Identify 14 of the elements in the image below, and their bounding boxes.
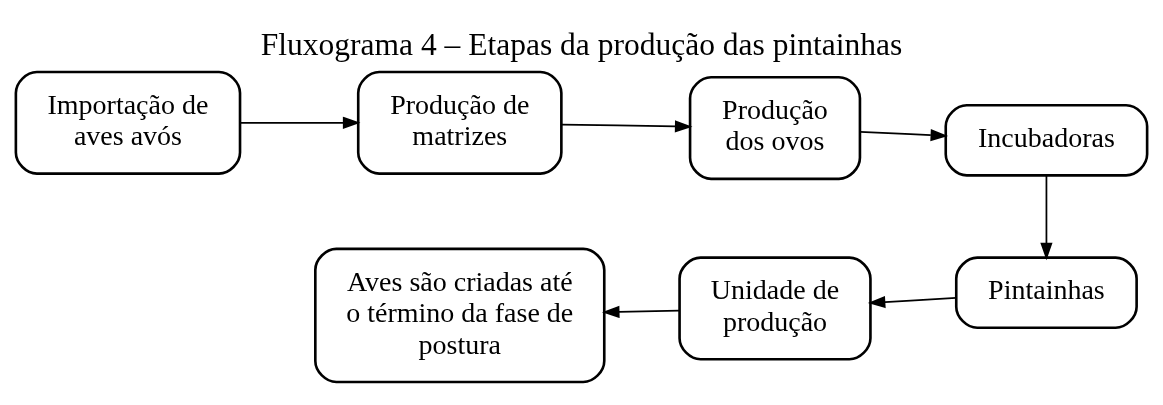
node-box: Importação de aves avós	[14, 70, 242, 175]
arrow	[859, 128, 949, 142]
arrow	[1040, 174, 1053, 261]
node-box: Unidade de produção	[678, 256, 872, 361]
node-box: Produção de matrizes	[356, 70, 563, 175]
node-box: Incubadoras	[944, 104, 1149, 177]
diagram-title: Fluxograma 4 – Etapas da produção das pintainhas	[260, 27, 903, 63]
node-box: Pintainhas	[954, 256, 1138, 330]
node-box: Produção dos ovos	[688, 75, 862, 181]
arrow	[239, 116, 361, 129]
arrow	[561, 120, 693, 133]
node-box: Aves são criadas até o término da fase de postura	[314, 247, 606, 384]
arrow	[602, 305, 681, 319]
arrow	[867, 295, 957, 309]
